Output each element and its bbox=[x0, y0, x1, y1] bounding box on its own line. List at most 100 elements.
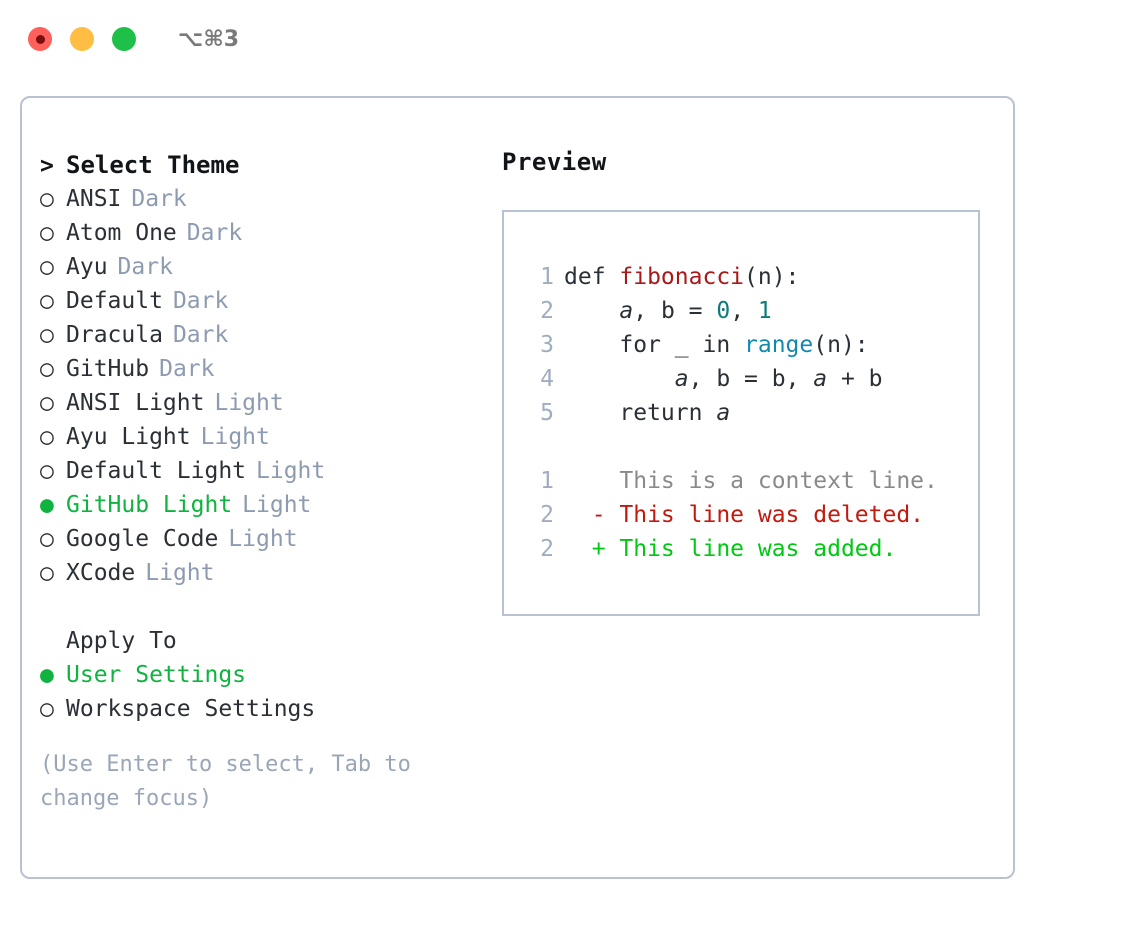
theme-variant-tag: Light bbox=[242, 492, 312, 518]
theme-variant-tag: Light bbox=[214, 390, 284, 416]
theme-name: Google Code bbox=[66, 526, 219, 552]
code-token: a bbox=[674, 366, 689, 392]
theme-name: Default bbox=[66, 288, 163, 314]
close-dot-inner bbox=[35, 34, 45, 44]
theme-variant-tag: Dark bbox=[159, 356, 215, 382]
diff-line-number: 1 bbox=[540, 468, 554, 494]
apply-to-label: User Settings bbox=[66, 662, 247, 688]
theme-name: ANSI bbox=[66, 186, 122, 212]
radio-selected-icon: ● bbox=[40, 492, 54, 518]
code-line: 2 a, b = 0, 1 bbox=[522, 294, 978, 328]
apply-to-bullet-placeholder: ○ bbox=[40, 624, 66, 658]
diff-sample: 1 This is a context line.2 - This line w… bbox=[522, 464, 978, 566]
preview-title: Preview bbox=[502, 148, 607, 176]
code-line: 4 a, b = b, a + b bbox=[522, 362, 978, 396]
code-token: fibonacci bbox=[619, 264, 745, 290]
theme-name: ANSI Light bbox=[66, 390, 205, 416]
code-token: + b bbox=[827, 366, 883, 392]
radio-unselected-icon: ○ bbox=[40, 356, 54, 382]
code-token: range bbox=[744, 332, 814, 358]
theme-variant-tag: Light bbox=[145, 560, 215, 586]
select-theme-title: Select Theme bbox=[66, 151, 240, 179]
code-token: 0 bbox=[716, 298, 731, 324]
theme-list-item[interactable]: ○ Atom One Dark bbox=[40, 216, 480, 250]
code-token: a bbox=[619, 298, 634, 324]
theme-name: Ayu Light bbox=[66, 424, 191, 450]
diff-text: This line was deleted. bbox=[605, 502, 925, 528]
radio-unselected-icon: ○ bbox=[40, 288, 54, 314]
apply-to-list: ● User Settings ○Workspace Settings bbox=[40, 658, 480, 726]
radio-unselected-icon: ○ bbox=[40, 560, 54, 586]
theme-name: Dracula bbox=[66, 322, 163, 348]
radio-unselected-icon: ○ bbox=[40, 254, 54, 280]
theme-variant-tag: Light bbox=[256, 458, 326, 484]
theme-list-item[interactable]: ● GitHub Light Light bbox=[40, 488, 480, 522]
theme-name: Atom One bbox=[66, 220, 177, 246]
apply-to-header: ○ Apply To bbox=[40, 624, 480, 658]
theme-name: Default Light bbox=[66, 458, 247, 484]
code-token: b bbox=[660, 298, 675, 324]
radio-unselected-icon: ○ bbox=[40, 696, 54, 722]
code-token bbox=[564, 362, 675, 396]
apply-to-title: Apply To bbox=[66, 628, 177, 654]
keyboard-hint: (Use Enter to select, Tab to change focu… bbox=[40, 752, 411, 811]
code-line-number: 2 bbox=[540, 298, 554, 324]
theme-list-item[interactable]: ○ GitHub Dark bbox=[40, 352, 480, 386]
theme-variant-tag: Dark bbox=[172, 288, 229, 314]
theme-list-item[interactable]: ○ Default Dark bbox=[40, 284, 480, 318]
code-line-number: 1 bbox=[540, 264, 554, 290]
diff-line-number: 2 bbox=[540, 536, 554, 562]
diff-text: This is a context line. bbox=[605, 468, 938, 494]
radio-unselected-icon: ○ bbox=[40, 186, 54, 212]
code-line-number: 5 bbox=[540, 400, 554, 426]
radio-selected-icon: ● bbox=[40, 662, 54, 688]
code-token: 1 bbox=[757, 298, 772, 324]
code-token: , bbox=[633, 298, 661, 324]
code-token: (n): bbox=[744, 264, 800, 290]
code-token: (n): bbox=[813, 332, 869, 358]
diff-marker: + bbox=[564, 536, 606, 562]
theme-name: GitHub bbox=[66, 356, 150, 382]
diff-line: 2 - This line was deleted. bbox=[522, 498, 978, 532]
code-line-number: 3 bbox=[540, 332, 554, 358]
maximize-button-icon[interactable] bbox=[112, 27, 136, 51]
title-bar: ⌥⌘3 bbox=[0, 0, 1140, 78]
diff-marker bbox=[564, 464, 606, 498]
diff-line: 1 This is a context line. bbox=[522, 464, 978, 498]
code-diff-gap bbox=[522, 430, 978, 464]
apply-to-item[interactable]: ● User Settings bbox=[40, 658, 480, 692]
minimize-button-icon[interactable] bbox=[70, 27, 94, 51]
theme-list-item[interactable]: ○ XCode Light bbox=[40, 556, 480, 590]
radio-unselected-icon: ○ bbox=[40, 322, 54, 348]
close-button-icon[interactable] bbox=[28, 27, 52, 51]
code-line: 5 return a bbox=[522, 396, 978, 430]
code-token: , bbox=[730, 298, 758, 324]
keyboard-shortcut-label: ⌥⌘3 bbox=[178, 26, 240, 52]
code-line: 1 def fibonacci(n): bbox=[522, 260, 978, 294]
theme-variant-tag: Dark bbox=[117, 254, 173, 280]
theme-variant-tag: Dark bbox=[186, 220, 243, 246]
code-token: a bbox=[716, 400, 731, 426]
theme-name: XCode bbox=[66, 560, 136, 586]
code-token: for _ in bbox=[564, 332, 745, 358]
diff-text: This line was added. bbox=[605, 536, 897, 562]
radio-unselected-icon: ○ bbox=[40, 220, 54, 246]
diff-line-number: 2 bbox=[540, 502, 554, 528]
apply-to-item[interactable]: ○Workspace Settings bbox=[40, 692, 480, 726]
theme-name: GitHub Light bbox=[66, 492, 233, 518]
code-token: def bbox=[564, 264, 620, 290]
diff-marker: - bbox=[564, 502, 606, 528]
